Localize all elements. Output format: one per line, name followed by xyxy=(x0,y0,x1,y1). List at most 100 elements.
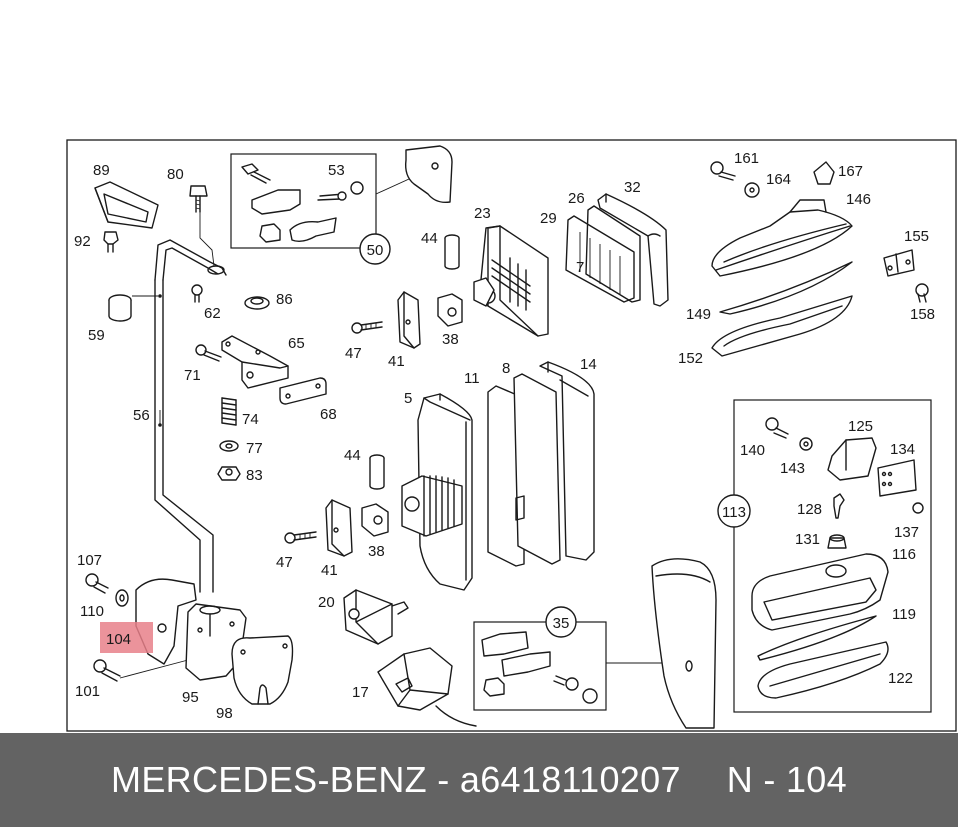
label-119: 119 xyxy=(892,606,916,623)
part-167-nut xyxy=(813,161,835,185)
label-41a: 41 xyxy=(388,353,405,370)
footer-position: N - 104 xyxy=(726,759,847,800)
part-38a-clip xyxy=(437,293,463,327)
callout-50-label: 50 xyxy=(367,242,384,259)
part-44b-pin xyxy=(369,454,385,490)
callout-box-35 xyxy=(473,621,668,711)
part-14-cover xyxy=(539,361,595,561)
label-83: 83 xyxy=(246,467,263,484)
label-47a: 47 xyxy=(345,345,362,362)
label-65: 65 xyxy=(288,335,305,352)
footer-part-number: a6418110207 xyxy=(459,759,681,800)
label-98: 98 xyxy=(216,705,233,722)
part-17-holder xyxy=(377,647,477,727)
part-68-plate xyxy=(279,377,327,405)
label-101: 101 xyxy=(75,683,100,700)
part-mirror-top xyxy=(404,145,453,204)
part-80-bolt xyxy=(189,185,208,213)
part-65-bracket xyxy=(221,335,289,389)
label-47b: 47 xyxy=(276,554,293,571)
callout-113: 113 xyxy=(717,494,751,528)
label-140: 140 xyxy=(740,442,765,459)
label-62: 62 xyxy=(204,305,221,322)
part-89-clip xyxy=(94,181,159,229)
part-59-bush xyxy=(108,294,132,322)
part-44-pin xyxy=(444,234,460,270)
label-107: 107 xyxy=(77,552,102,569)
part-32-cover xyxy=(597,193,669,307)
label-26: 26 xyxy=(568,190,585,207)
label-44b: 44 xyxy=(344,447,361,464)
label-41b: 41 xyxy=(321,562,338,579)
part-29-lens: 7 xyxy=(565,215,635,303)
label-74: 74 xyxy=(242,411,259,428)
part-83-nut xyxy=(217,466,241,481)
part-107-screw xyxy=(85,573,109,594)
label-56: 56 xyxy=(133,407,150,424)
label-14: 14 xyxy=(580,356,597,373)
part-71-screw xyxy=(195,344,222,362)
callout-box-50 xyxy=(230,153,422,249)
label-8: 8 xyxy=(502,360,510,377)
part-110-washer xyxy=(115,589,129,607)
label-137: 137 xyxy=(894,524,919,541)
part-158-screw xyxy=(915,283,929,303)
label-158: 158 xyxy=(910,306,935,323)
label-38b: 38 xyxy=(368,543,385,560)
part-5-lamp xyxy=(401,393,473,591)
label-17: 17 xyxy=(352,684,369,701)
part-41b-holder xyxy=(325,499,353,557)
label-23: 23 xyxy=(474,205,491,222)
label-38a: 38 xyxy=(442,331,459,348)
part-74-spring xyxy=(221,397,237,426)
part-161-screw xyxy=(710,161,736,181)
label-110: 110 xyxy=(80,603,104,620)
label-155: 155 xyxy=(904,228,929,245)
label-44a: 44 xyxy=(421,230,438,247)
label-146: 146 xyxy=(846,191,871,208)
label-161: 161 xyxy=(734,150,759,167)
part-152-gasket xyxy=(711,295,853,357)
callout-50: 50 xyxy=(359,233,391,265)
part-149-lens xyxy=(719,261,853,315)
label-152: 152 xyxy=(678,350,703,367)
label-29: 29 xyxy=(540,210,557,227)
label-11: 11 xyxy=(464,370,480,387)
part-41a-holder xyxy=(397,291,421,349)
highlight-104-label: 104 xyxy=(106,631,131,648)
label-149: 149 xyxy=(686,306,711,323)
label-80: 80 xyxy=(167,166,184,183)
part-62-plug xyxy=(191,284,203,303)
part-20-socket xyxy=(343,589,409,645)
part-8-lens xyxy=(513,373,561,565)
label-95: 95 xyxy=(182,689,199,706)
part-38b-clip xyxy=(361,503,389,537)
label-125: 125 xyxy=(848,418,873,435)
label-116: 116 xyxy=(892,546,916,563)
label-122: 122 xyxy=(888,670,913,687)
label-68: 68 xyxy=(320,406,337,423)
part-86-grommet xyxy=(244,296,270,310)
part-164-washer xyxy=(744,182,760,198)
label-167: 167 xyxy=(838,163,863,180)
label-77: 77 xyxy=(246,440,263,457)
highlight-104: 104 xyxy=(100,622,153,653)
label-89: 89 xyxy=(93,162,110,179)
label-59: 59 xyxy=(88,327,105,344)
label-86: 86 xyxy=(276,291,293,308)
part-77-washer xyxy=(219,440,239,452)
part-23-lamp xyxy=(473,225,549,337)
part-155-bracket xyxy=(883,249,915,277)
part-101-screw xyxy=(93,659,189,682)
parts-diagram: 50 7 xyxy=(66,139,957,732)
footer-separator: - xyxy=(437,759,450,800)
callout-box-113 xyxy=(720,399,932,713)
label-134: 134 xyxy=(890,441,915,458)
callout-113-label: 113 xyxy=(722,504,746,521)
label-20: 20 xyxy=(318,594,335,611)
label-164: 164 xyxy=(766,171,791,188)
part-29-mark: 7 xyxy=(576,259,584,276)
label-131: 131 xyxy=(795,531,820,548)
